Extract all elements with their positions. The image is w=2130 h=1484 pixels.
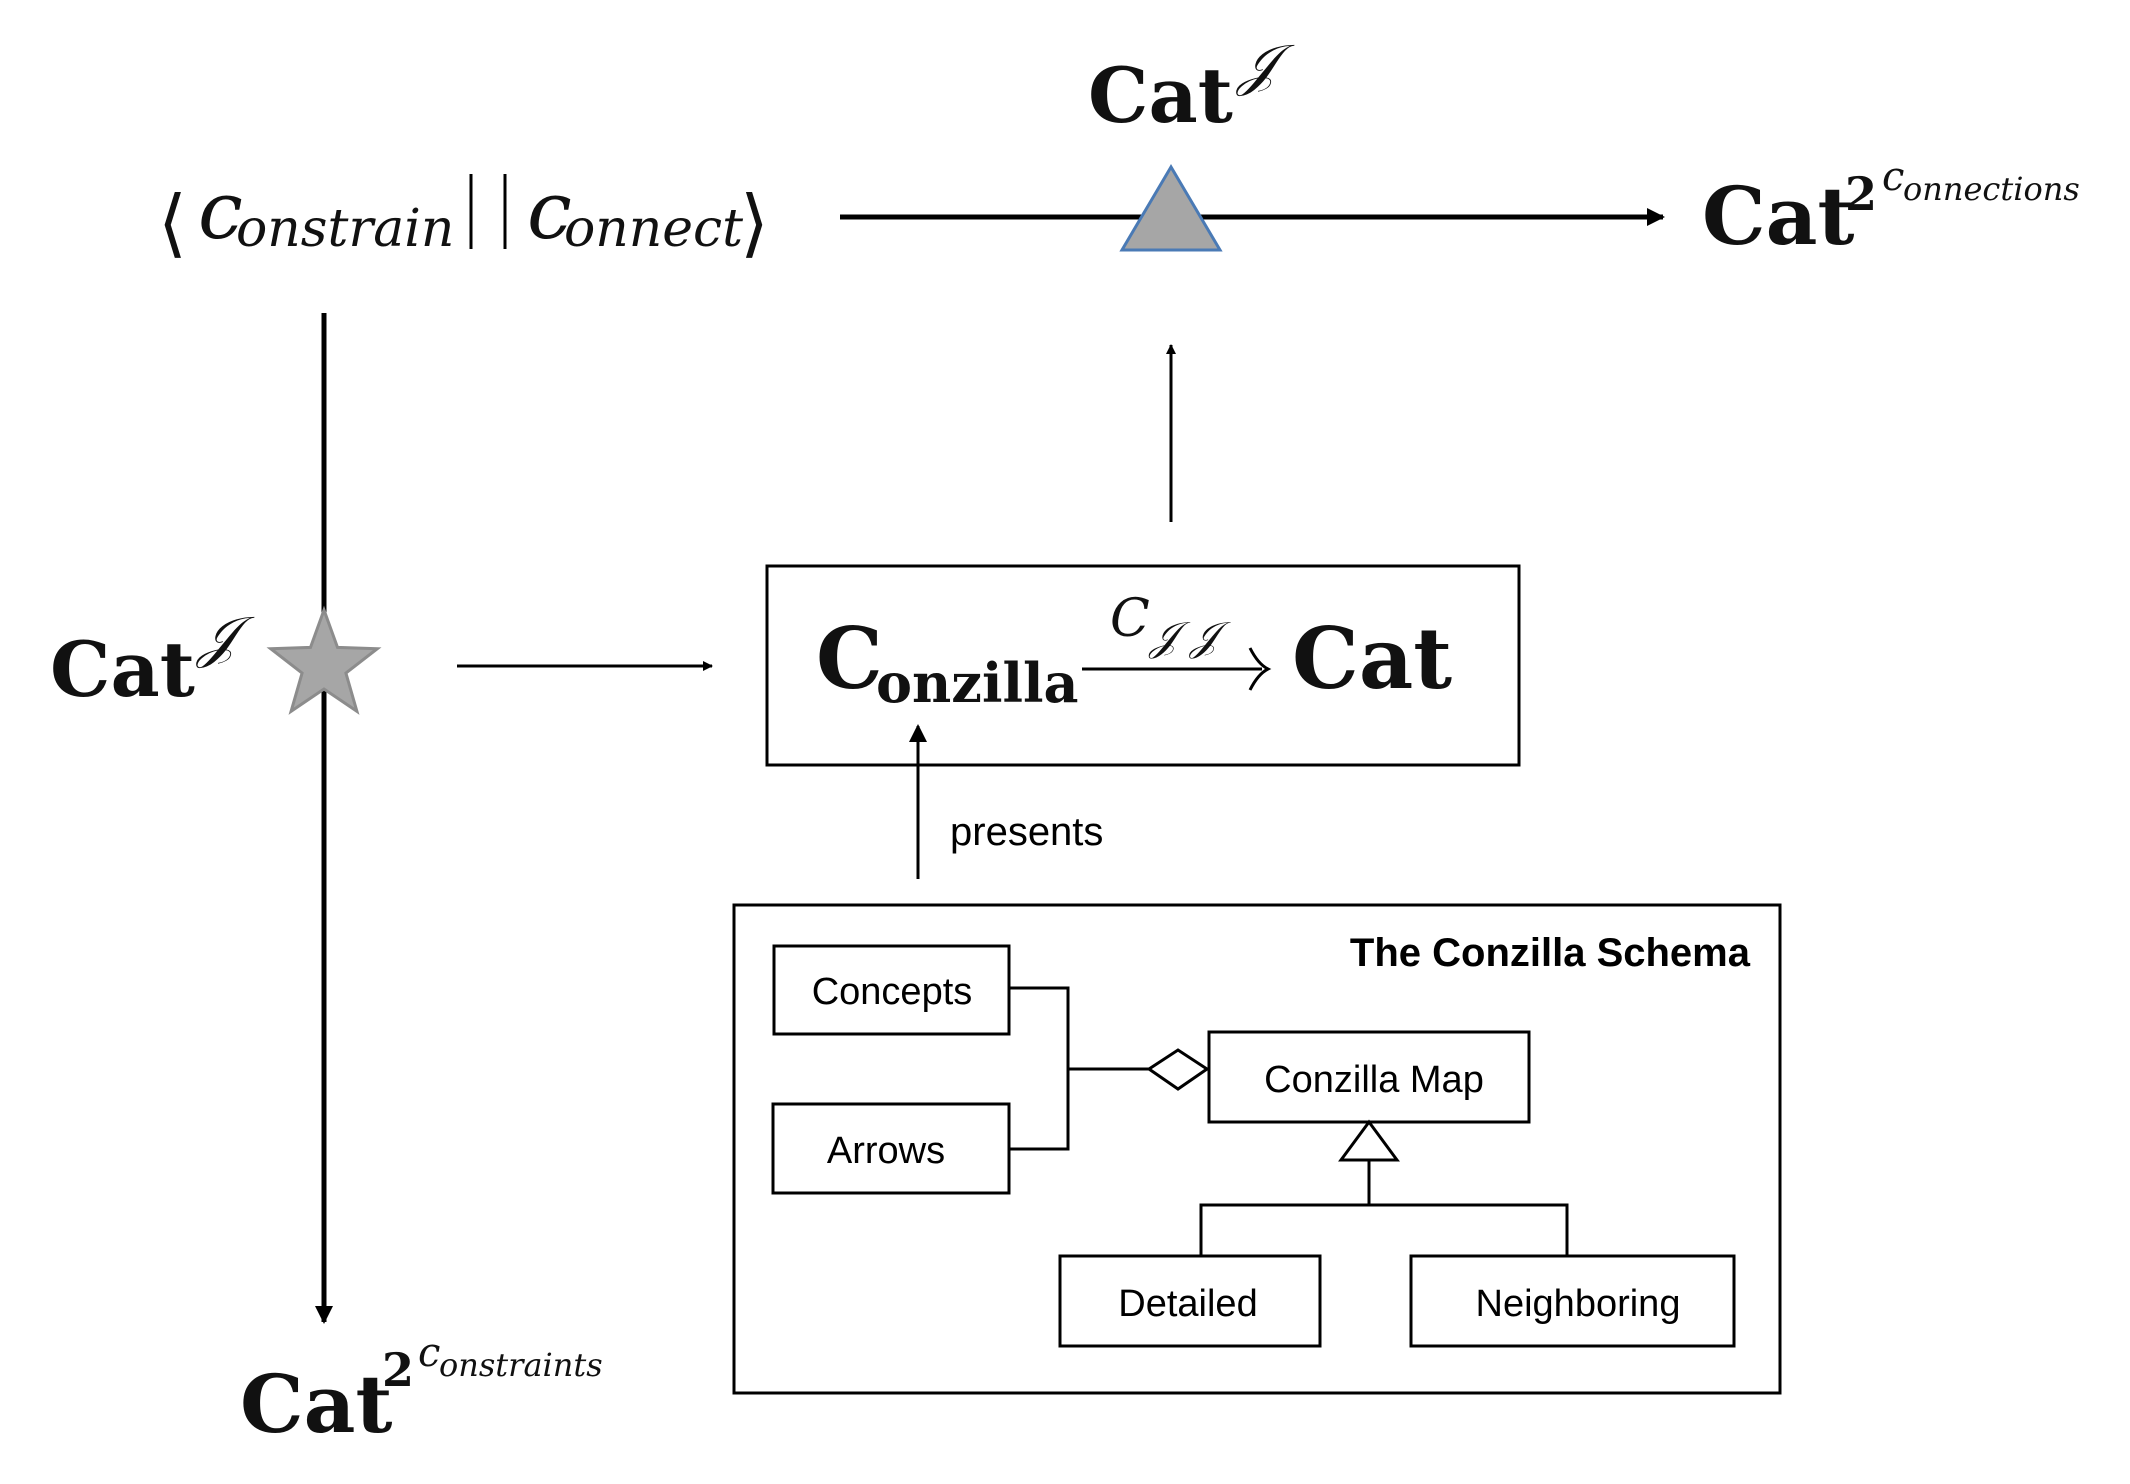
conzilla-subscript: onzilla (876, 651, 1078, 715)
constraints-exponent-2: 2 (382, 1343, 414, 1397)
top-cat-superscript: 𝒥 (1235, 33, 1295, 98)
schema-title: The Conzilla Schema (1350, 931, 1751, 975)
functor-label-C: C (1110, 589, 1150, 649)
class-arrows-label: Arrows (827, 1130, 945, 1172)
constraints-subscript: onstraints (439, 1346, 603, 1384)
class-concepts (772, 944, 1011, 1036)
schema-box (732, 903, 1782, 1395)
class-neighboring (1409, 1254, 1736, 1348)
connections-cat-base: Cat (1702, 169, 1855, 263)
functor-label-subscript: 𝒥 𝒥 (1148, 614, 1231, 660)
left-cat-superscript: 𝒥 (195, 605, 255, 670)
connections-exponent-2: 2 (1845, 167, 1877, 221)
generalization-triangle-icon (1338, 1119, 1400, 1162)
aggregation-diamond-icon (1146, 1048, 1210, 1091)
top-cat-base: Cat (1088, 51, 1233, 140)
top-cat-j: Cat 𝒥 (1088, 33, 1295, 140)
connections-c: c (1882, 154, 1904, 200)
class-detailed (1058, 1254, 1322, 1348)
class-detailed-label: Detailed (1118, 1283, 1257, 1325)
left-cat-base: Cat (50, 625, 195, 714)
functor-expression: C onzilla C 𝒥 𝒥 Cat (816, 589, 1452, 715)
conzilla-C: C (816, 609, 883, 708)
close-angle-bracket: ⟩ (740, 180, 769, 266)
functor-box (765, 564, 1521, 767)
aggregation-bracket (1009, 986, 1070, 1151)
c-connect-symbol: c (527, 164, 572, 257)
constrain-subscript: onstrain (236, 199, 454, 259)
constrain-connect-pair: ⟨ c onstrain c onnect ⟩ (158, 164, 769, 266)
constraints-cat-base: Cat (240, 1357, 393, 1451)
triangle-icon (1119, 164, 1223, 252)
presents-label: presents (950, 810, 1103, 854)
generalization-branch (1199, 1203, 1569, 1256)
functor-target-cat: Cat (1292, 609, 1452, 708)
left-cat-j: Cat 𝒥 (50, 605, 255, 714)
c-constrain-symbol: c (198, 164, 243, 257)
class-conzilla-map-label: Conzilla Map (1264, 1059, 1484, 1101)
class-concepts-label: Concepts (812, 971, 973, 1013)
class-neighboring-label: Neighboring (1476, 1283, 1681, 1325)
star-icon (266, 605, 382, 715)
constraints-c: c (418, 1330, 440, 1376)
functor-arrow-head (1248, 647, 1272, 691)
open-angle-bracket: ⟨ (158, 180, 187, 266)
connect-subscript: onnect (564, 199, 743, 259)
cat-2-constraints: Cat 2 c onstraints (240, 1330, 603, 1451)
cat-2-connections: Cat 2 c onnections (1702, 154, 2080, 263)
connections-subscript: onnections (1903, 170, 2080, 208)
